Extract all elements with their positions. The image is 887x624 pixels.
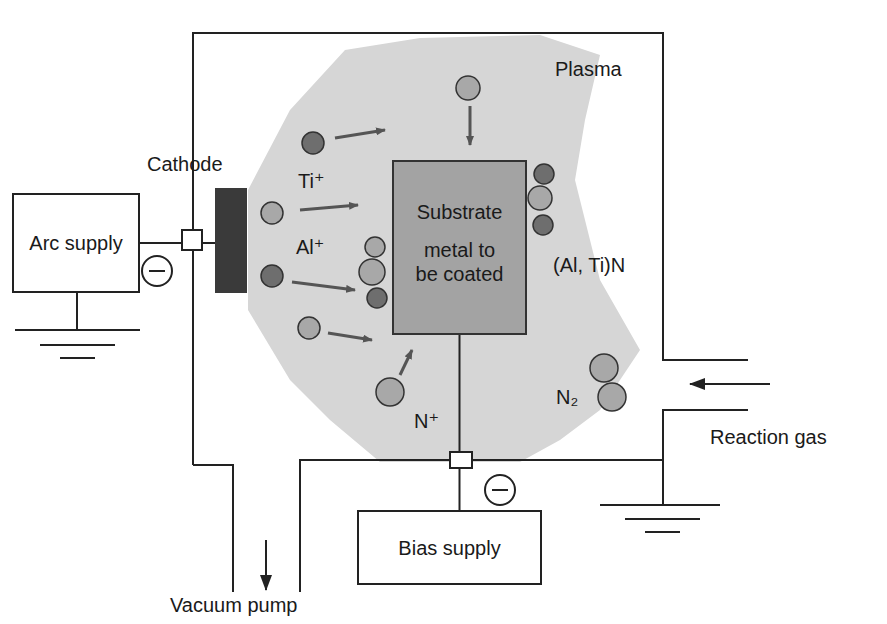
wire-connector: [140, 242, 215, 244]
gas-arrow: [690, 383, 770, 385]
pump-arrow: [265, 540, 267, 590]
plasma-cloud: [248, 35, 640, 462]
ion-label: N⁺: [414, 410, 439, 433]
ion-label: Al⁺: [296, 236, 324, 259]
node-title: Bias supply: [367, 536, 532, 560]
cathode-target: Cathode: [215, 188, 247, 293]
chamber-wall: [193, 33, 748, 592]
node-title: Substrate: [412, 200, 508, 224]
ground-symbol: [15, 293, 720, 532]
cathode-target: [215, 188, 247, 293]
ion-label: Ti⁺: [298, 170, 324, 193]
node-title: Arc supply: [26, 231, 126, 255]
power-supply-box: Bias supply: [357, 510, 542, 585]
region-label: Plasma: [555, 58, 622, 81]
gas-label: N₂: [556, 386, 578, 409]
ion-particles: [261, 76, 626, 411]
wire-connector: [459, 335, 461, 510]
substrate-box: Substrate metal to be coated: [392, 160, 527, 335]
node-body: metal to be coated: [412, 238, 508, 286]
power-supply-box: Arc supply: [12, 193, 140, 293]
coating-label: (Al, Ti)N: [553, 254, 625, 277]
pump-label: Vacuum pump: [170, 594, 297, 617]
node-title: Cathode: [147, 152, 223, 176]
gas-label: Reaction gas: [710, 426, 827, 449]
